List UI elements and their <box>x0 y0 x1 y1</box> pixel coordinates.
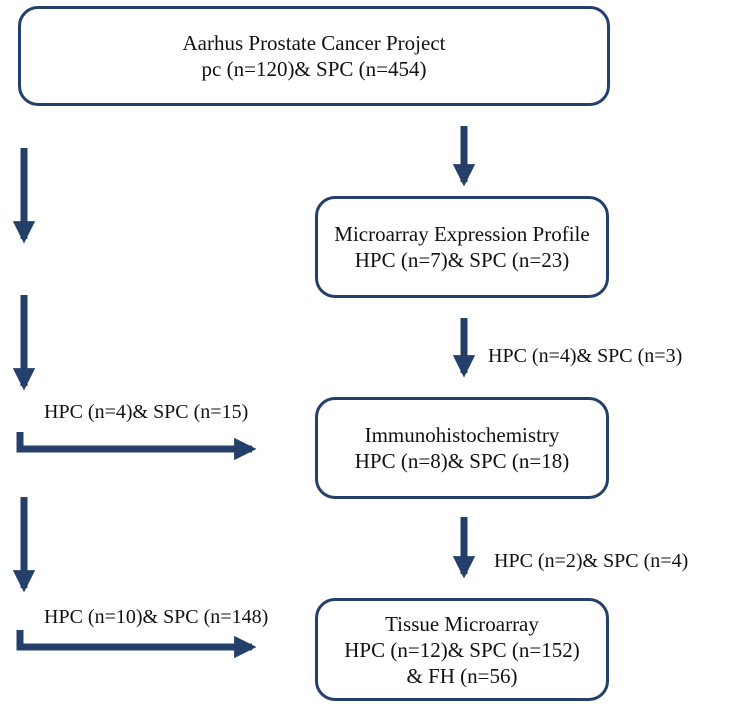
ihc-title: Immunohistochemistry <box>364 423 560 447</box>
tma-box: Tissue Microarray HPC (n=12)& SPC (n=152… <box>315 598 609 701</box>
project-title: Aarhus Prostate Cancer Project <box>182 31 446 55</box>
tma-counts: HPC (n=12)& SPC (n=152) <box>344 637 580 662</box>
arrow-left-to-ihc <box>16 432 257 461</box>
microarray-title: Microarray Expression Profile <box>334 222 590 246</box>
arrow-left-to-tma <box>16 630 257 659</box>
label-micro-to-ihc: HPC (n=4)& SPC (n=3) <box>488 345 683 367</box>
label-left-to-tma: HPC (n=10)& SPC (n=148) <box>44 606 269 628</box>
microarray-counts: HPC (n=7)& SPC (n=23) <box>354 248 570 272</box>
microarray-box: Microarray Expression Profile HPC (n=7)&… <box>315 196 609 298</box>
tma-title: Tissue Microarray <box>385 611 539 636</box>
label-left-to-ihc: HPC (n=4)& SPC (n=15) <box>44 401 249 423</box>
project-counts: pc (n=120)& SPC (n=454) <box>201 57 427 81</box>
label-ihc-to-tma: HPC (n=2)& SPC (n=4) <box>494 550 689 572</box>
tma-fh-count: & FH (n=56) <box>406 663 518 688</box>
project-box: Aarhus Prostate Cancer Project pc (n=120… <box>18 6 610 106</box>
ihc-counts: HPC (n=8)& SPC (n=18) <box>354 449 570 473</box>
ihc-box: Immunohistochemistry HPC (n=8)& SPC (n=1… <box>315 397 609 499</box>
